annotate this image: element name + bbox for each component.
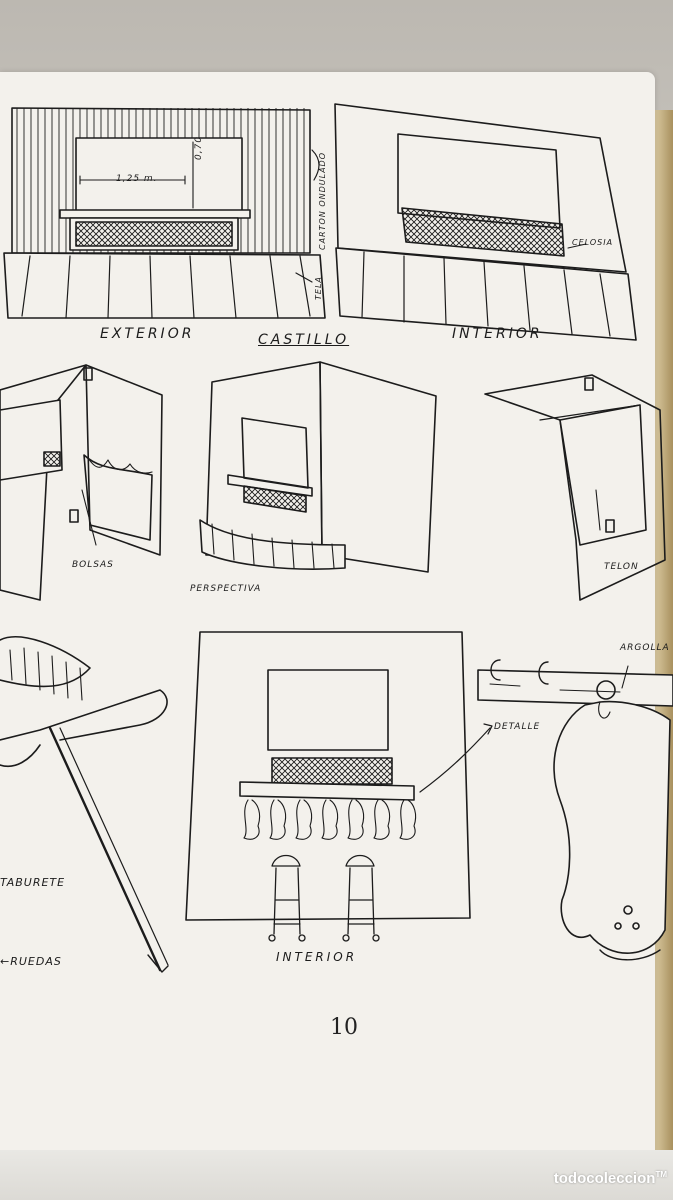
page-number: 10 — [330, 1015, 358, 1040]
label-exterior: EXTERIOR — [100, 326, 195, 342]
watermark-text: todocoleccion — [553, 1170, 656, 1187]
label-telon: TELON — [604, 562, 639, 572]
castle-interior-drawing — [334, 103, 637, 341]
booth-bolsas-drawing — [0, 364, 163, 601]
label-measure-height: 0,70 — [194, 135, 204, 160]
label-tela: TELA — [314, 276, 323, 300]
label-perspectiva: PERSPECTIVA — [190, 584, 262, 594]
hanging-puppets — [243, 799, 417, 840]
label-interior-top: INTERIOR — [452, 326, 543, 342]
argolla-detail-drawing — [477, 659, 673, 961]
stool-left — [268, 854, 306, 942]
castle-exterior-drawing — [3, 107, 326, 319]
label-measure-width: 1,25 m. — [116, 174, 158, 184]
watermark: todocoleccionTM — [554, 1170, 667, 1187]
label-argolla: ARGOLLA — [620, 643, 670, 653]
label-carton-ondulado: CARTON ONDULADO — [318, 151, 327, 250]
label-celosia: CELOSIA — [572, 238, 614, 247]
label-taburete: TABURETE — [0, 876, 66, 889]
booth-perspectiva-drawing — [199, 361, 437, 573]
label-ruedas: ←RUEDAS — [0, 955, 62, 968]
watermark-tm: TM — [655, 1170, 667, 1179]
label-detalle: DETALLE — [494, 722, 541, 732]
label-interior-bottom: INTERIOR — [276, 950, 358, 964]
label-castillo-title: CASTILLO — [258, 332, 350, 348]
taburete-drawing — [0, 636, 169, 973]
booth-telon-drawing — [484, 374, 666, 601]
interior-stage-drawing — [185, 631, 493, 942]
bottom-strip — [0, 1150, 673, 1200]
label-bolsas: BOLSAS — [72, 560, 114, 570]
stool-right — [342, 854, 380, 942]
